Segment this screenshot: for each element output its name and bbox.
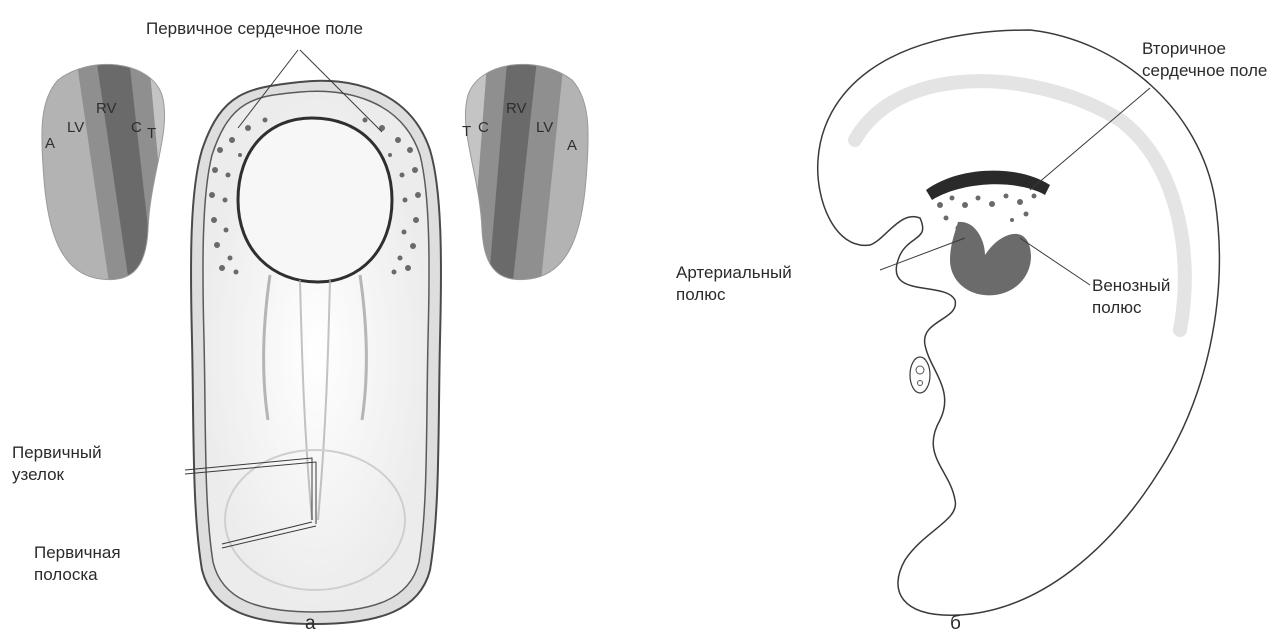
embryo-lateral-view — [818, 30, 1220, 615]
heart-map-right-segment: T — [462, 123, 471, 140]
heart-map-right-segment: C — [478, 119, 489, 136]
primitive-node-label: Первичный узелок — [12, 442, 102, 486]
heart-map-right-segment: A — [567, 137, 577, 154]
right-heart-map: T C RV LV A — [455, 50, 605, 290]
heart-map-left-segment: RV — [96, 100, 117, 117]
panel-b-letter: б — [950, 613, 961, 635]
primitive-streak-label: Первичная полоска — [34, 542, 121, 586]
secondary-heart-field-label-line1: Вторичное — [1142, 38, 1267, 60]
secondary-heart-field-label: Вторичное сердечное поле — [1142, 38, 1267, 82]
arterial-pole-label-line1: Артериальный — [676, 262, 792, 284]
arterial-pole-label-line2: полюс — [676, 284, 792, 306]
heart-map-right-segment: LV — [536, 119, 553, 136]
heart-map-left-segment: T — [147, 125, 156, 142]
panel-a-letter: а — [305, 613, 316, 635]
secondary-heart-field-label-line2: сердечное поле — [1142, 60, 1267, 82]
arterial-pole-label: Артериальный полюс — [676, 262, 792, 306]
primitive-node-label-line1: Первичный — [12, 442, 102, 464]
heart-map-left-segment: LV — [67, 119, 84, 136]
heart-map-left-segment: C — [131, 119, 142, 136]
primary-heart-field-label: Первичное сердечное поле — [146, 18, 363, 40]
primitive-streak-label-line2: полоска — [34, 564, 121, 586]
venous-pole-label-line1: Венозный — [1092, 275, 1170, 297]
primitive-node-label-line2: узелок — [12, 464, 102, 486]
venous-pole-label-line2: полюс — [1092, 297, 1170, 319]
heart-map-left-segment: A — [45, 135, 55, 152]
heart-map-right-segment: RV — [506, 100, 527, 117]
primitive-streak-label-line1: Первичная — [34, 542, 121, 564]
venous-pole-label: Венозный полюс — [1092, 275, 1170, 319]
left-heart-map: A LV RV C T — [30, 50, 180, 290]
